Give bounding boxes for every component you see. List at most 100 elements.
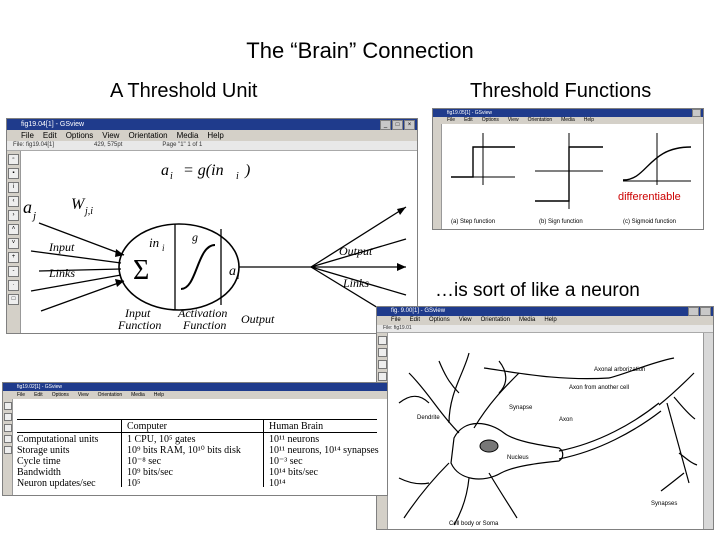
table-rule-col2 xyxy=(263,419,264,487)
menu-options[interactable]: Options xyxy=(65,131,94,140)
menu-view[interactable]: View xyxy=(507,117,519,123)
print-icon[interactable]: ▪ xyxy=(8,168,19,179)
status-bar: File: fig19.01 xyxy=(377,325,713,333)
table-rule-col1 xyxy=(121,419,122,487)
menu-media[interactable]: Media xyxy=(561,117,575,123)
status-coords: 429, 575pt xyxy=(94,142,123,148)
menu-file[interactable]: File xyxy=(21,131,34,140)
table-cell: 10⁹ bits RAM, 10¹⁰ bits disk xyxy=(127,445,241,456)
menu-help[interactable]: Help xyxy=(153,392,165,398)
print-icon[interactable] xyxy=(4,413,12,421)
table-cell: 10¹¹ neurons xyxy=(269,434,320,445)
menu-media[interactable]: Media xyxy=(131,392,145,398)
sigmoid-function-plot xyxy=(622,133,692,185)
open-icon[interactable] xyxy=(4,402,12,410)
label-differentiable: differentiable xyxy=(618,191,681,203)
up-icon[interactable]: ˄ xyxy=(8,224,19,235)
zoom-in-icon[interactable]: + xyxy=(8,252,19,263)
menu-options[interactable]: Options xyxy=(481,117,499,123)
menu-edit[interactable]: Edit xyxy=(464,117,473,123)
comparison-window: fig19.02[1] - GSview File Edit Options View… xyxy=(2,382,388,496)
window-titlebar[interactable]: fig. 9.00[1] - GSview xyxy=(377,307,713,316)
menu-media[interactable]: Media xyxy=(518,317,536,323)
zoom-out-icon[interactable]: - xyxy=(8,266,19,277)
menu-view[interactable]: View xyxy=(458,317,472,323)
window-titlebar[interactable]: fig19.05[1] - GSview xyxy=(433,109,703,117)
open-icon[interactable] xyxy=(378,336,387,345)
down-icon[interactable]: ˅ xyxy=(8,238,19,249)
menu-edit[interactable]: Edit xyxy=(409,317,421,323)
menu-orientation[interactable]: Orientation xyxy=(97,392,123,398)
menu-options[interactable]: Options xyxy=(51,392,69,398)
prev-page-icon[interactable] xyxy=(4,424,12,432)
output-arrowhead xyxy=(397,207,406,215)
menubar: File Edit Options View Orientation Media Help xyxy=(7,130,417,141)
label-input: Input xyxy=(48,240,75,254)
menu-orientation[interactable]: Orientation xyxy=(128,131,168,140)
minimize-icon[interactable] xyxy=(688,307,699,316)
prev-page-icon[interactable]: ‹ xyxy=(8,196,19,207)
window-titlebar[interactable]: fig19.02[1] - GSview xyxy=(3,383,387,391)
menu-view[interactable]: View xyxy=(102,131,120,140)
menu-help[interactable]: Help xyxy=(207,131,224,140)
menu-orientation[interactable]: Orientation xyxy=(527,117,553,123)
table-rule-top xyxy=(17,419,377,420)
maximize-icon[interactable]: □ xyxy=(392,120,403,130)
menu-edit[interactable]: Edit xyxy=(34,392,43,398)
menubar: File Edit Options View Orientation Media Help xyxy=(377,316,713,325)
label-a-out: a xyxy=(229,264,236,279)
table-header: Human Brain xyxy=(269,421,324,432)
label-input-function-2: Function xyxy=(117,318,161,332)
goto-icon[interactable]: · xyxy=(8,280,19,291)
close-icon[interactable] xyxy=(700,307,711,316)
menu-options[interactable]: Options xyxy=(429,317,450,323)
menu-help[interactable]: Help xyxy=(583,117,595,123)
vertical-scrollbar[interactable] xyxy=(703,333,713,529)
menu-file[interactable]: File xyxy=(447,117,456,123)
label-threshold-unit: A Threshold Unit xyxy=(110,80,258,102)
next-page-icon[interactable] xyxy=(378,372,387,381)
label-activation-function-1: Activation xyxy=(177,306,227,320)
step-function-plot xyxy=(451,133,515,185)
label-axonal-arborization: Axonal arborization xyxy=(594,367,645,373)
table-cell: 10⁻⁸ sec xyxy=(127,456,162,467)
menu-edit[interactable]: Edit xyxy=(42,131,57,140)
table-cell: 1 CPU, 10⁵ gates xyxy=(127,434,196,445)
table-cell: 10⁻³ sec xyxy=(269,456,303,467)
eq-equals-g: = g(in xyxy=(183,162,224,179)
print-icon[interactable] xyxy=(378,348,387,357)
menubar: File Edit Options View Orientation Media Help xyxy=(433,117,703,124)
close-icon[interactable] xyxy=(692,109,701,117)
minimize-icon[interactable]: _ xyxy=(380,120,391,130)
zoom-in-icon[interactable] xyxy=(4,446,12,454)
table-cell: 10¹⁴ bits/sec xyxy=(269,467,318,478)
label-output: Output xyxy=(339,244,373,258)
table-cell: 10⁵ xyxy=(127,478,141,489)
menu-file[interactable]: File xyxy=(391,317,401,323)
prev-page-icon[interactable] xyxy=(378,360,387,369)
close-icon[interactable]: × xyxy=(404,120,415,130)
eq-close: ) xyxy=(244,162,250,179)
window-title: fig19.02[1] - GSview xyxy=(17,384,63,390)
menu-view[interactable]: View xyxy=(77,392,89,398)
window-titlebar[interactable]: fig19.04[1] - GSview _□× xyxy=(7,119,417,130)
caption-sigmoid: (c) Sigmoid function xyxy=(623,219,676,225)
menu-help[interactable]: Help xyxy=(544,317,557,323)
info-icon[interactable]: i xyxy=(8,182,19,193)
menu-orientation[interactable]: Orientation xyxy=(480,317,510,323)
menu-file[interactable]: File xyxy=(17,392,26,398)
label-input-function-1: Input xyxy=(124,306,151,320)
menu-media[interactable]: Media xyxy=(176,131,199,140)
label-threshold-functions: Threshold Functions xyxy=(470,80,652,102)
fit-icon[interactable]: □ xyxy=(8,294,19,305)
status-page: Page "1" 1 of 1 xyxy=(162,142,203,148)
next-page-icon[interactable] xyxy=(4,435,12,443)
open-icon[interactable]: ▫ xyxy=(8,154,19,165)
table-cell: 10¹¹ neurons, 10¹⁴ synapses xyxy=(269,445,379,456)
next-page-icon[interactable]: › xyxy=(8,210,19,221)
toolbar-column xyxy=(433,124,442,229)
neuron-window: fig. 9.00[1] - GSview File Edit Options Vie… xyxy=(376,306,714,530)
label-in-sub: i xyxy=(162,243,165,253)
